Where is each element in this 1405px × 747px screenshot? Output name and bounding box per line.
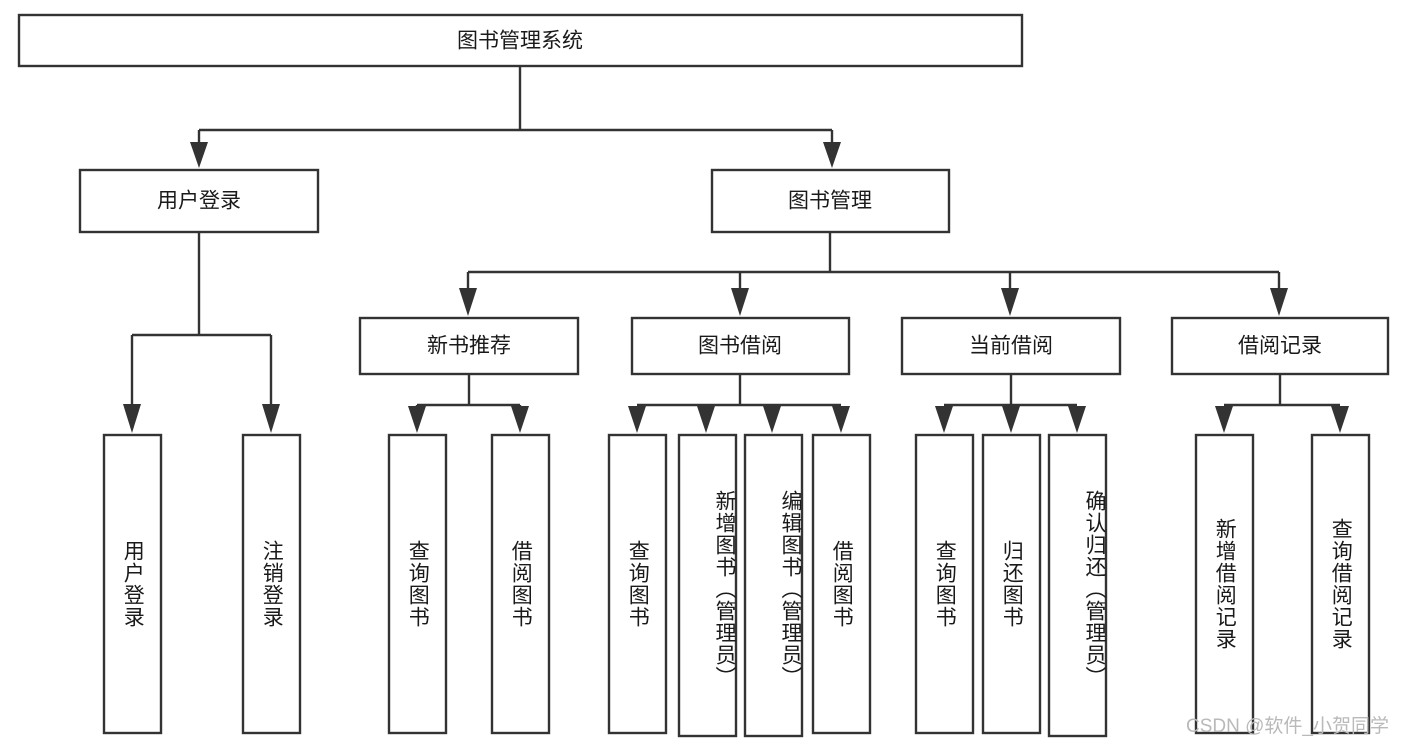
connector-borrow-record-to-leaves <box>1215 374 1349 433</box>
node-book-management[interactable]: 图书管理 <box>710 168 951 234</box>
leaf-box-confirm-return[interactable] <box>1047 433 1108 738</box>
leaf-box-query-book-1[interactable] <box>387 433 448 735</box>
node-new-book-recommend[interactable]: 新书推荐 <box>358 316 580 376</box>
node-user-login[interactable]: 用户登录 <box>78 168 320 234</box>
node-box-root <box>17 13 1024 68</box>
arrow-to-user-login <box>190 142 208 168</box>
node-book-borrow[interactable]: 图书借阅 <box>630 316 851 376</box>
node-label-root: 图书管理系统 <box>457 30 583 53</box>
connector-new-book-recommend-to-leaves <box>408 374 529 433</box>
node-box-user-login <box>78 168 320 234</box>
node-book-management-system[interactable]: 图书管理系统 <box>17 13 1024 68</box>
node-label-new-book-recommend: 新书推荐 <box>427 335 511 358</box>
leaf-box-edit-book[interactable] <box>743 433 804 738</box>
connector-book-management-to-level3 <box>459 232 1288 316</box>
leaf-box-query-book-3[interactable] <box>914 433 975 735</box>
node-label-borrow-record: 借阅记录 <box>1238 335 1322 358</box>
connector-root-to-level2 <box>190 66 841 168</box>
leaf-box-query-record[interactable] <box>1310 433 1371 735</box>
node-current-borrow[interactable]: 当前借阅 <box>900 316 1122 376</box>
node-box-new-book-recommend <box>358 316 580 376</box>
node-label-user-login: 用户登录 <box>157 190 241 213</box>
connector-user-login-to-leaves <box>123 232 280 433</box>
node-label-book-borrow: 图书借阅 <box>698 335 782 358</box>
leaf-box-query-book-2[interactable] <box>607 433 668 735</box>
leaf-box-borrow-book-1[interactable] <box>490 433 551 735</box>
node-label-current-borrow: 当前借阅 <box>969 335 1053 358</box>
leaf-box-add-book[interactable] <box>677 433 738 738</box>
node-label-book-management: 图书管理 <box>788 190 872 213</box>
node-box-current-borrow <box>900 316 1122 376</box>
leaf-box-add-record[interactable] <box>1194 433 1255 735</box>
csdn-watermark: CSDN @软件_小贺同学 <box>1186 716 1389 737</box>
connector-book-borrow-to-leaves <box>628 374 850 433</box>
leaf-box-borrow-book-2[interactable] <box>811 433 872 735</box>
connector-current-borrow-to-leaves <box>935 374 1086 433</box>
leaf-box-user-login[interactable] <box>102 433 163 735</box>
arrow-to-book-manage <box>823 142 841 168</box>
leaf-box-logout-login[interactable] <box>241 433 302 735</box>
leaf-box-return-book[interactable] <box>981 433 1042 735</box>
node-borrow-record[interactable]: 借阅记录 <box>1170 316 1390 376</box>
